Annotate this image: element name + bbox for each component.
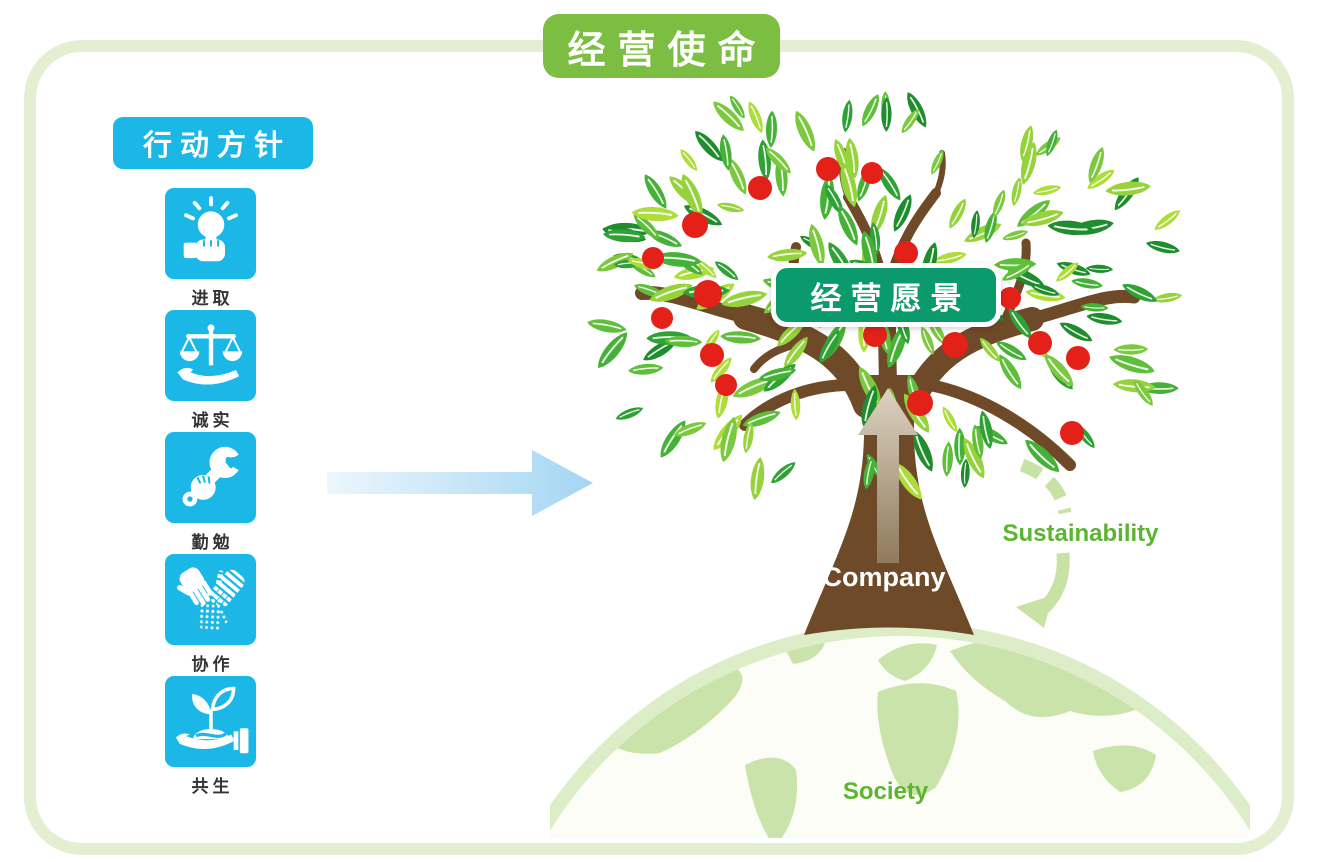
tree-illustration [550,91,1250,838]
fist-holding-wrench-heart-icon [182,446,250,506]
action-item-enterprise: 进取 [165,188,256,308]
action-item-diligence: 勤勉 [165,432,256,552]
tree-fruits [642,157,1090,445]
action-item-label: 进取 [191,289,234,308]
action-policy-banner: 行动方针 [113,117,313,169]
action-item-honesty: 诚实 [165,310,256,430]
action-policy-list: 进取 诚实 [165,188,256,798]
scales-on-hand-icon [176,323,242,385]
action-item-label: 共生 [191,777,234,796]
globe-earth [550,622,1250,838]
diligence-icon-tile [165,432,256,523]
action-item-symbiosis: 共生 [165,676,256,796]
action-item-label: 协作 [191,655,234,674]
action-item-collaboration: 协作 [165,554,256,674]
symbiosis-icon-tile [165,676,256,767]
mission-banner: 经营使命 [543,14,780,78]
flow-arrow-right-icon [327,450,593,516]
hand-holding-sprout-icon [175,686,248,753]
trunk-upward-arrow [858,388,918,563]
hand-holding-lightbulb-icon [183,195,238,261]
company-label: Company [822,562,946,592]
vision-sign-label: 经营愿景 [810,280,971,316]
sustainability-label: Sustainability [1002,520,1159,547]
honesty-icon-tile [165,310,256,401]
three-hands-teamwork-icon [171,561,247,632]
sustainability-arrow [1016,458,1072,628]
society-label: Society [842,778,929,805]
action-policy-banner-label: 行动方针 [142,130,291,162]
action-item-label: 勤勉 [191,533,234,552]
vision-sign: 经营愿景 [771,263,1001,327]
collaboration-icon-tile [165,554,256,645]
action-item-label: 诚实 [191,411,234,430]
mission-banner-label: 经营使命 [567,29,768,72]
enterprise-icon-tile [165,188,256,279]
